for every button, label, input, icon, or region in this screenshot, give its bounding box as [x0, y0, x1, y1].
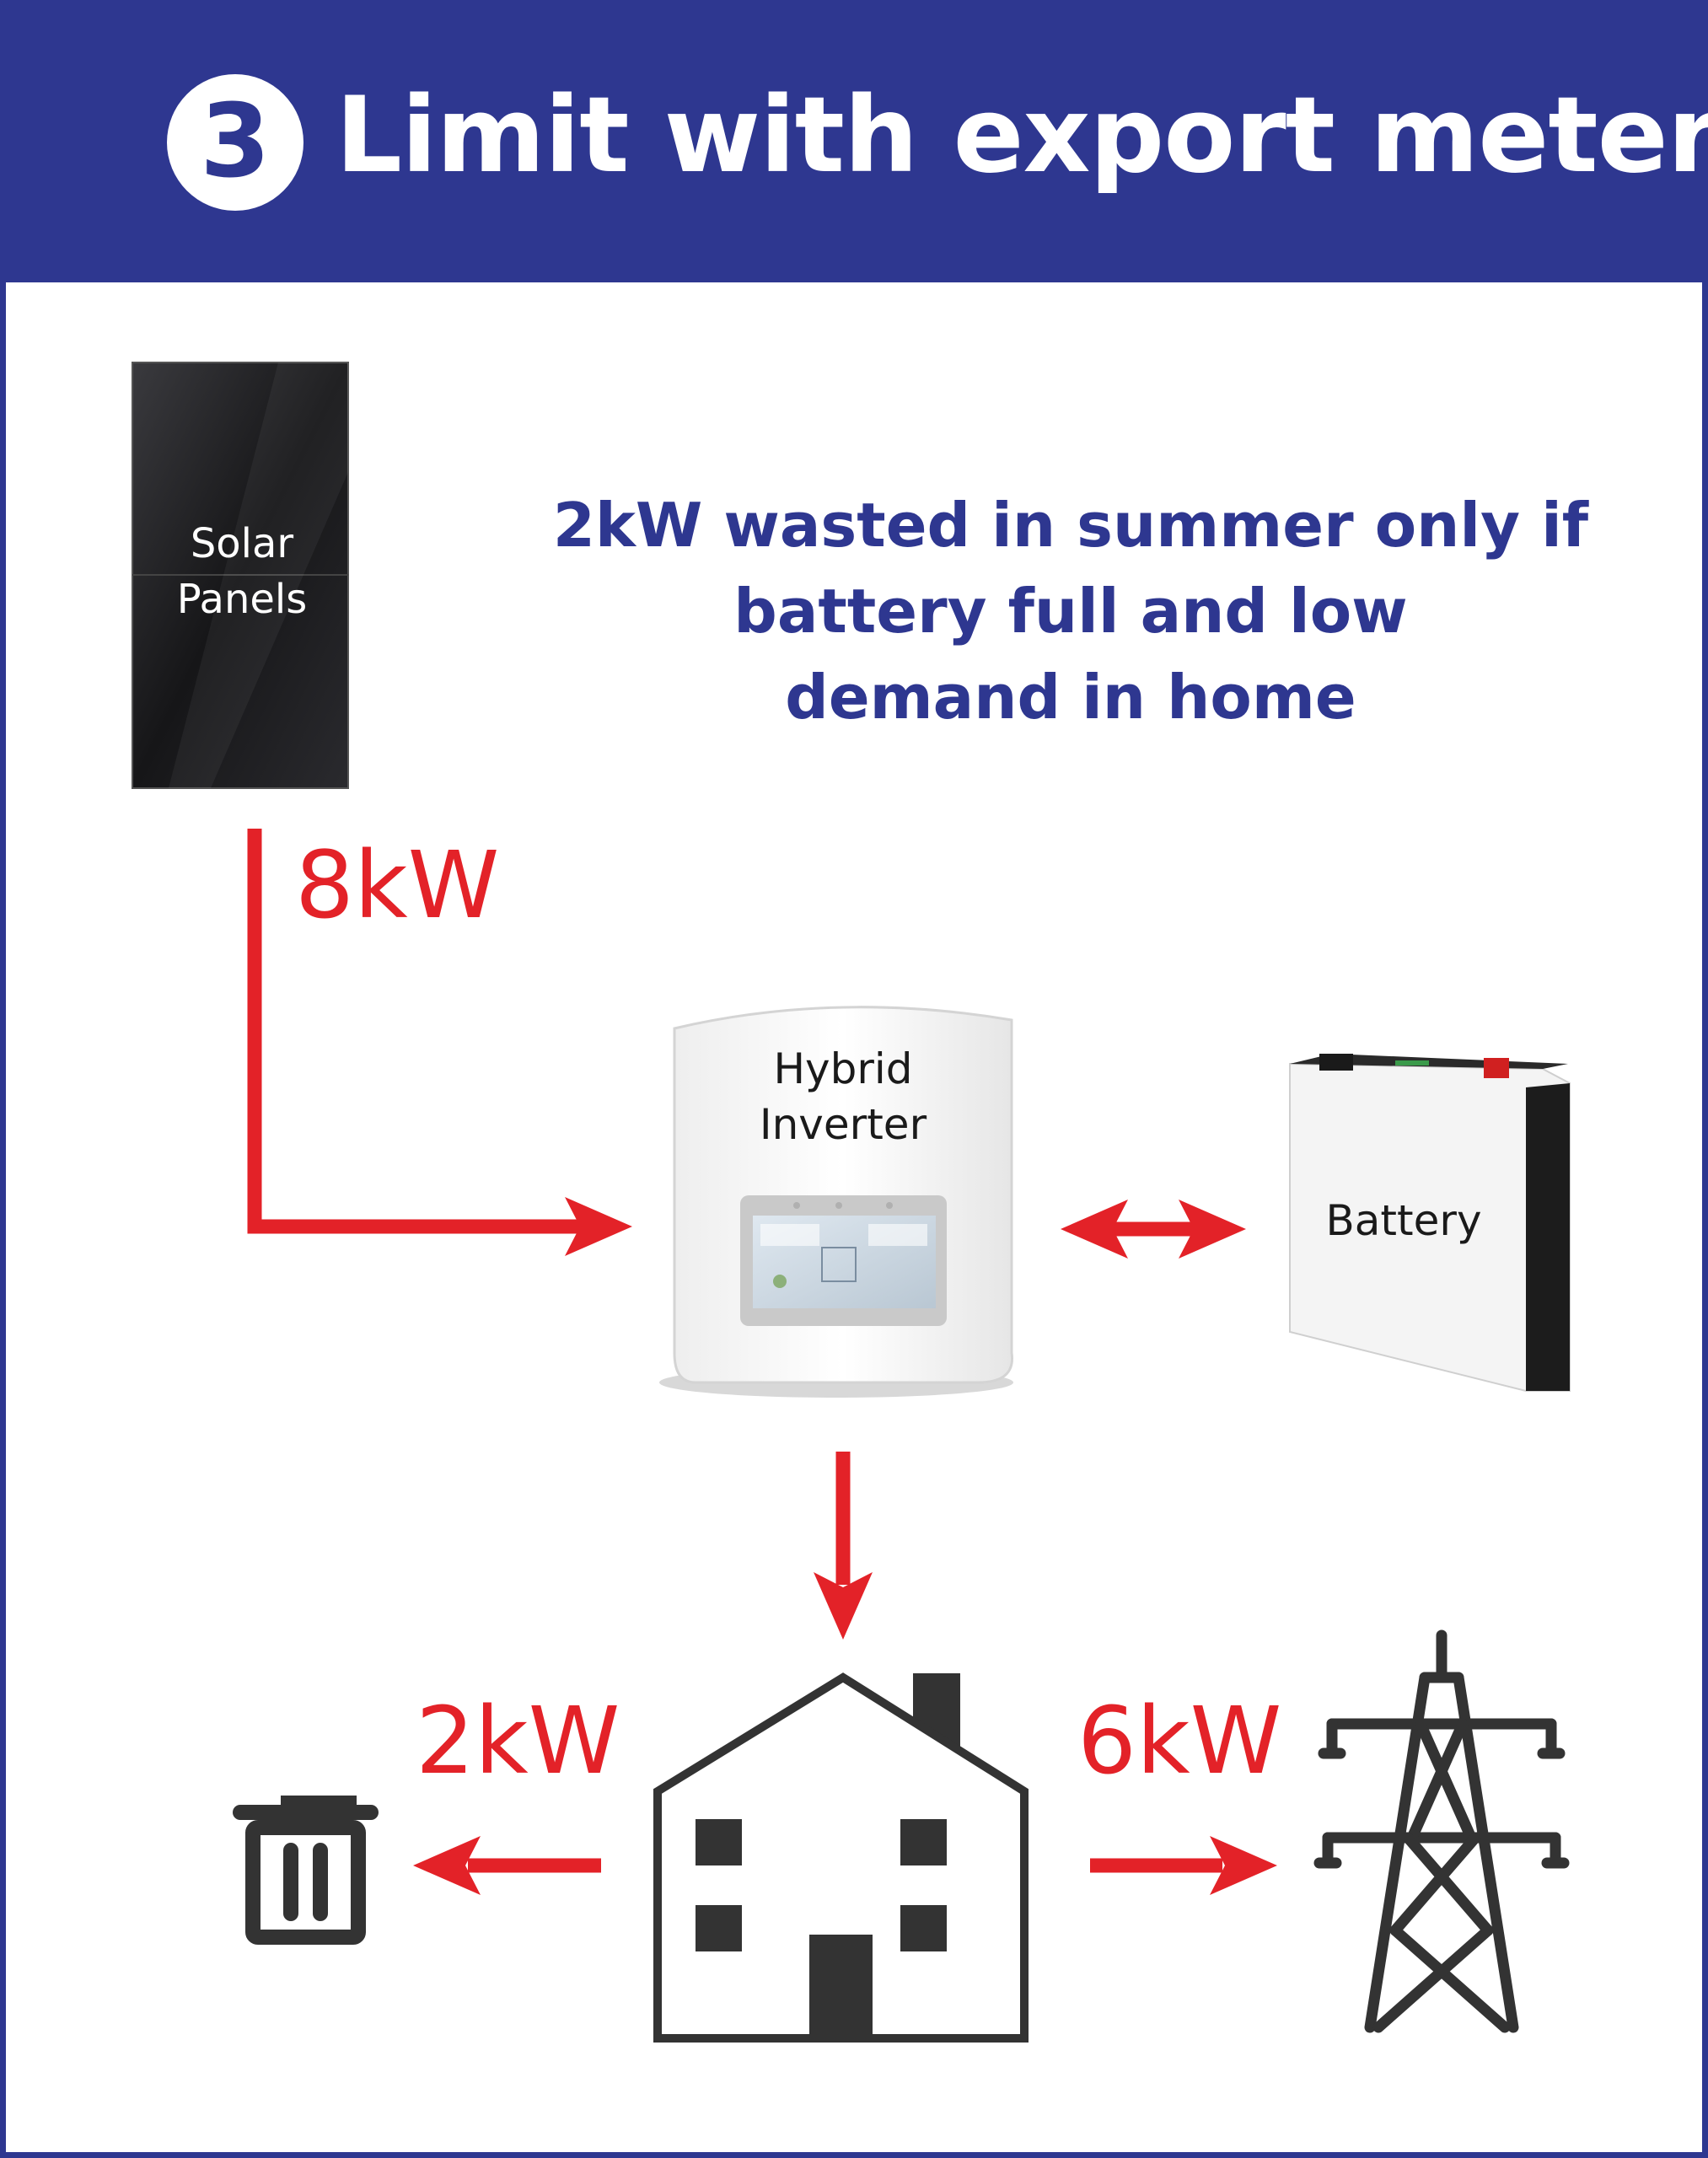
note-line-3: demand in home [785, 662, 1356, 733]
solar-panels-label: Solar Panels [132, 516, 352, 627]
power-home-to-waste: 2kW [416, 1687, 620, 1795]
header-title: Limit with export meter [336, 75, 1708, 196]
inverter-label: Hybrid Inverter [717, 1041, 969, 1152]
inverter-label-line-2: Inverter [759, 1100, 927, 1149]
solar-panel-icon [132, 362, 349, 789]
step-number: 3 [200, 83, 271, 201]
solar-panels-label-line-1: Solar [190, 520, 294, 567]
summer-waste-note: 2kW wasted in summer only if battery ful… [506, 482, 1635, 740]
inverter-label-line-1: Hybrid [773, 1044, 913, 1093]
pylon-icon [1313, 1629, 1570, 2033]
power-solar-to-inverter: 8kW [295, 831, 500, 939]
trash-bin-icon [233, 1796, 379, 1945]
solar-panels-label-line-2: Panels [176, 576, 308, 623]
note-line-2: battery full and low [733, 576, 1408, 647]
step-badge: 3 [167, 74, 303, 211]
flow-arrow-solar-to-inverter [247, 829, 632, 1256]
hybrid-inverter-icon [659, 1006, 1013, 1398]
flow-arrow-home-to-waste [413, 1836, 601, 1895]
header-bar: 3 Limit with export meter [0, 0, 1708, 282]
note-line-1: 2kW wasted in summer only if [552, 490, 1589, 561]
battery-label: Battery [1325, 1196, 1482, 1245]
power-home-to-grid: 6kW [1077, 1687, 1282, 1795]
house-icon [653, 1672, 1029, 2043]
flow-arrow-inverter-to-home [814, 1452, 873, 1640]
battery-icon [1289, 1054, 1571, 1392]
flow-arrow-inverter-battery [1061, 1200, 1246, 1259]
flow-arrow-home-to-grid [1090, 1836, 1277, 1895]
